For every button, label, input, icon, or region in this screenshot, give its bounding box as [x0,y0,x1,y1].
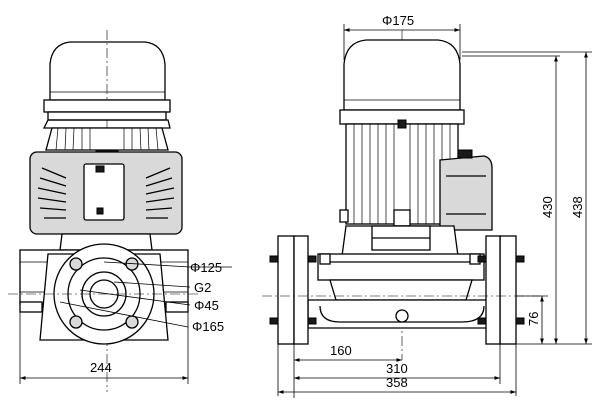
callout-g2: G2 [194,280,211,295]
motor-diameter-label: Φ175 [382,13,414,28]
front-motor-ribs [42,99,171,161]
side-pump-casing [307,253,501,329]
side-view: Φ175 430 438 76 160 310 [262,13,592,398]
callout-phi165: Φ165 [192,319,224,334]
front-terminal-box [29,151,183,235]
front-dimensions: 244 Φ125 G2 Φ45 Φ165 [19,260,232,384]
front-pump-body [8,233,200,345]
length-label-358: 358 [386,375,408,390]
front-motor-fan-cover [49,41,166,101]
callout-phi45: Φ45 [194,298,219,313]
front-flange-bolts [69,257,139,329]
side-terminal-box [439,149,493,231]
length-label-310: 310 [386,361,408,376]
side-dimensions: Φ175 430 438 76 160 310 [277,13,592,398]
axis-height-label: 76 [526,312,541,326]
front-width-label: 244 [90,360,112,375]
side-bracket [341,225,459,257]
axis-offset-label: 160 [330,343,352,358]
height-label-438: 438 [570,196,585,218]
side-right-flange [477,235,525,345]
side-motor-fan-cover [343,39,461,111]
side-left-flange [269,235,317,345]
callout-phi125: Φ125 [190,260,222,275]
front-view: 244 Φ125 G2 Φ45 Φ165 [8,30,232,392]
height-label-430: 430 [540,196,555,218]
